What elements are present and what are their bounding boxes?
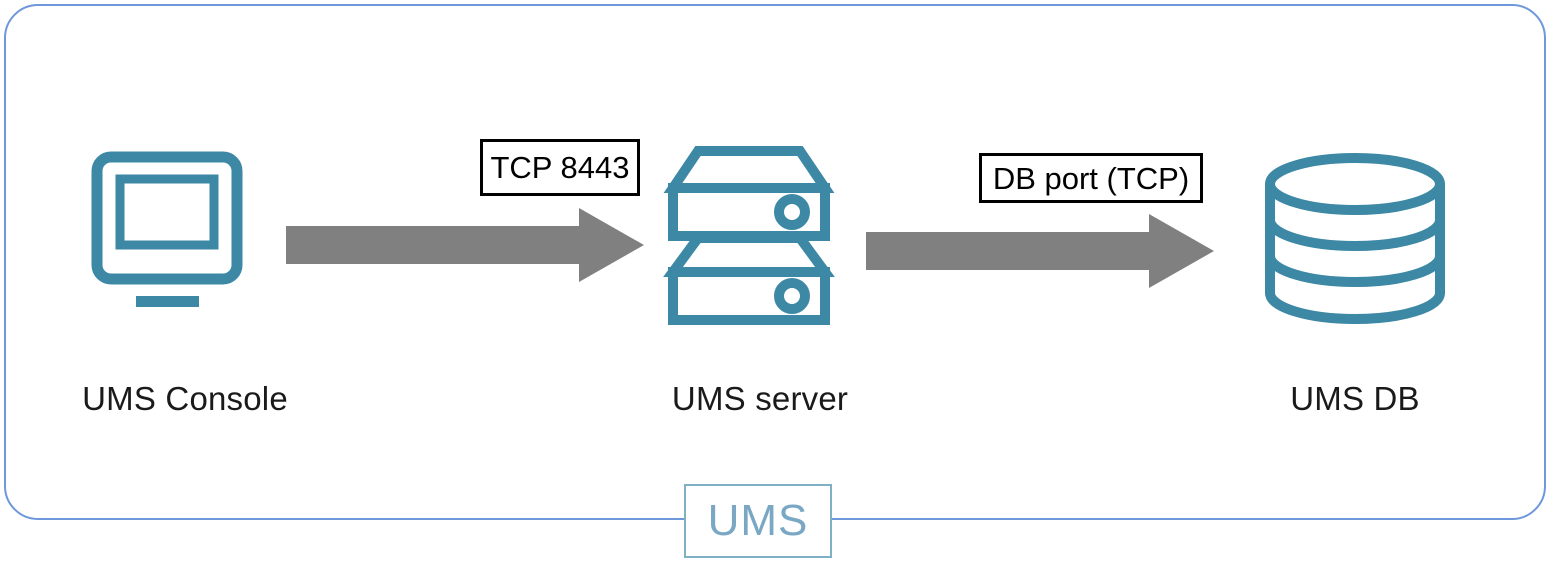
ums-badge-label: UMS <box>707 496 809 545</box>
server-led-upper-icon <box>774 194 810 230</box>
port-label-text: TCP 8443 <box>490 150 630 185</box>
arrow-server-to-db <box>866 212 1216 297</box>
ums-badge: UMS <box>684 484 832 558</box>
database-cylinder-icon <box>1265 153 1445 324</box>
port-label-text: DB port (TCP) <box>992 160 1190 196</box>
server-icon-wrap <box>610 138 910 343</box>
server-led-lower-icon <box>774 278 810 314</box>
node-ums-db: UMS DB <box>1205 145 1505 417</box>
right-arrow-icon <box>866 214 1214 288</box>
port-label-db-port: DB port (TCP) <box>979 153 1203 203</box>
monitor-icon-wrap <box>35 145 335 350</box>
monitor-icon <box>91 151 243 307</box>
node-label-ums-console: UMS Console <box>82 380 288 417</box>
database-icon-wrap <box>1205 145 1505 350</box>
arrow-console-to-server <box>286 206 646 291</box>
node-label-ums-db: UMS DB <box>1290 380 1420 417</box>
right-arrow-icon <box>286 208 644 282</box>
node-label-ums-server: UMS server <box>671 380 849 417</box>
node-ums-server: UMS server <box>610 138 910 417</box>
port-label-tcp-8443: TCP 8443 <box>480 139 640 196</box>
server-rack-icon <box>663 146 835 325</box>
node-ums-console: UMS Console <box>35 145 335 417</box>
